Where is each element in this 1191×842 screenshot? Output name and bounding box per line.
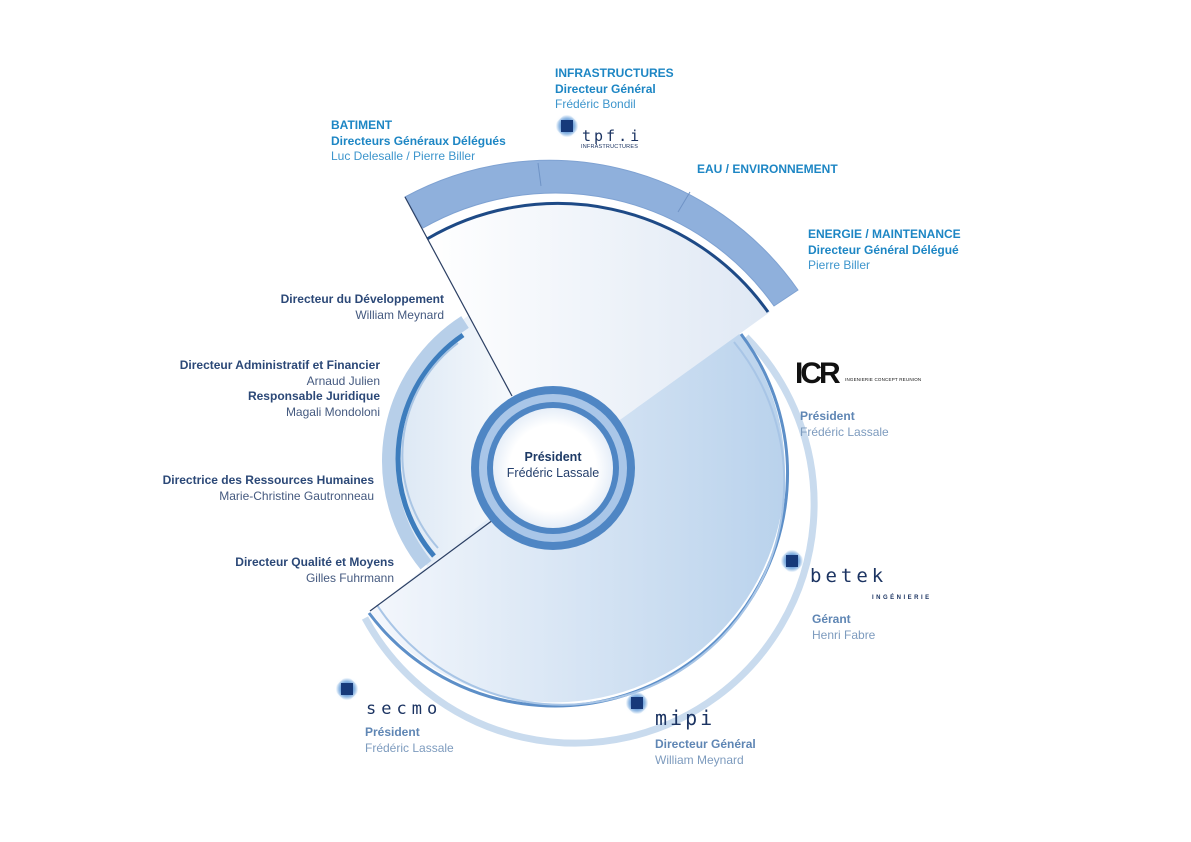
staff-juridique-role: Responsable Juridique — [247, 389, 380, 403]
mipi-name: William Meynard — [655, 752, 744, 767]
division-infrastructures-role: Directeur Général — [555, 81, 656, 96]
subsidiaries-ring-dark — [367, 333, 789, 708]
staff-rh-role: Directrice des Ressources Humaines — [162, 473, 374, 487]
staff-ring-outer — [382, 316, 469, 570]
staff-sector — [391, 312, 553, 570]
betek-logo: betek — [810, 565, 888, 587]
betek-role: Gérant — [812, 612, 851, 626]
division-infrastructures-name: Frédéric Bondil — [555, 97, 636, 111]
division-eau-title: EAU / ENVIRONNEMENT — [697, 162, 838, 176]
staff-developpement-name: William Meynard — [355, 307, 444, 322]
divisions-band — [404, 159, 799, 307]
tpfi-logo: tpf.i — [582, 127, 643, 145]
hub-disc — [493, 408, 613, 528]
center-name: Frédéric Lassale — [506, 465, 600, 480]
secmo-logo: secmo — [366, 699, 443, 719]
band-divider-2 — [677, 191, 691, 213]
division-energie-title: ENERGIE / MAINTENANCE — [808, 227, 961, 241]
secmo-role: Président — [365, 725, 420, 739]
betek-name: Henri Fabre — [812, 627, 876, 642]
division-eau: EAU / ENVIRONNEMENT — [697, 162, 838, 178]
staff-daf-name: Arnaud Julien — [306, 373, 380, 388]
division-batiment: BATIMENT Directeurs Généraux Délégués Lu… — [331, 118, 506, 165]
staff-qualite-name: Gilles Fuhrmann — [305, 570, 394, 585]
division-batiment-role: Directeurs Généraux Délégués — [331, 133, 506, 148]
division-infrastructures: INFRASTRUCTURES Directeur Général Frédér… — [555, 66, 674, 113]
staff-ring-line — [401, 342, 459, 549]
divisions-band-inner-line — [426, 201, 770, 313]
staff-daf-role: Directeur Administratif et Financier — [179, 358, 380, 372]
staff-qualite: Directeur Qualité et Moyens Gilles Fuhrm… — [235, 555, 394, 586]
subsidiaries-ring-outer — [361, 334, 818, 747]
secmo-spark-icon — [332, 674, 362, 704]
subsidiary-secmo: Président Frédéric Lassale — [365, 725, 454, 756]
staff-qualite-role: Directeur Qualité et Moyens — [235, 555, 394, 569]
staff-rh-name: Marie-Christine Gautronneau — [219, 488, 374, 503]
mipi-logo: mipi — [655, 706, 716, 730]
mipi-spark-icon — [622, 688, 652, 718]
center-label: Président Frédéric Lassale — [493, 450, 613, 481]
secmo-name: Frédéric Lassale — [365, 740, 454, 755]
betek-logo-sub: INGÉNIERIE — [872, 595, 932, 601]
staff-juridique-name: Magali Mondoloni — [285, 404, 380, 419]
icr-logo: ICR — [795, 357, 841, 390]
staff-developpement-role: Directeur du Développement — [280, 292, 444, 306]
icr-role: Président — [800, 409, 855, 423]
division-energie-role: Directeur Général Délégué — [808, 242, 959, 257]
sector-edge-bottom — [369, 516, 498, 612]
betek-spark-icon — [777, 546, 807, 576]
band-divider-1 — [537, 162, 542, 187]
staff-rh: Directrice des Ressources Humaines Marie… — [163, 473, 374, 504]
subsidiary-mipi: Directeur Général William Meynard — [655, 737, 756, 768]
subsidiary-betek: Gérant Henri Fabre — [812, 612, 875, 643]
tpfi-logo-sub: INFRASTRUCTURES — [581, 144, 639, 150]
subsidiaries-ring-light — [376, 341, 786, 706]
staff-developpement: Directeur du Développement William Meyna… — [281, 292, 444, 323]
subsidiary-icr: Président Frédéric Lassale — [800, 409, 889, 440]
sector-edge-left — [404, 196, 513, 397]
division-batiment-name: Luc Delesalle / Pierre Biller — [331, 149, 476, 163]
division-infrastructures-title: INFRASTRUCTURES — [555, 66, 674, 80]
division-energie: ENERGIE / MAINTENANCE Directeur Général … — [808, 227, 961, 274]
staff-daf: Directeur Administratif et Financier Arn… — [180, 358, 380, 420]
icr-logo-sub: INGENIERIE CONCEPT REUNION — [845, 377, 922, 382]
mipi-role: Directeur Général — [655, 737, 756, 751]
tpfi-spark-icon — [552, 111, 582, 141]
icr-name: Frédéric Lassale — [800, 424, 889, 439]
divisions-sector — [425, 201, 770, 468]
division-energie-name: Pierre Biller — [808, 258, 871, 272]
staff-ring-inner — [395, 332, 465, 558]
center-title: Président — [524, 450, 582, 464]
division-batiment-title: BATIMENT — [331, 118, 393, 132]
